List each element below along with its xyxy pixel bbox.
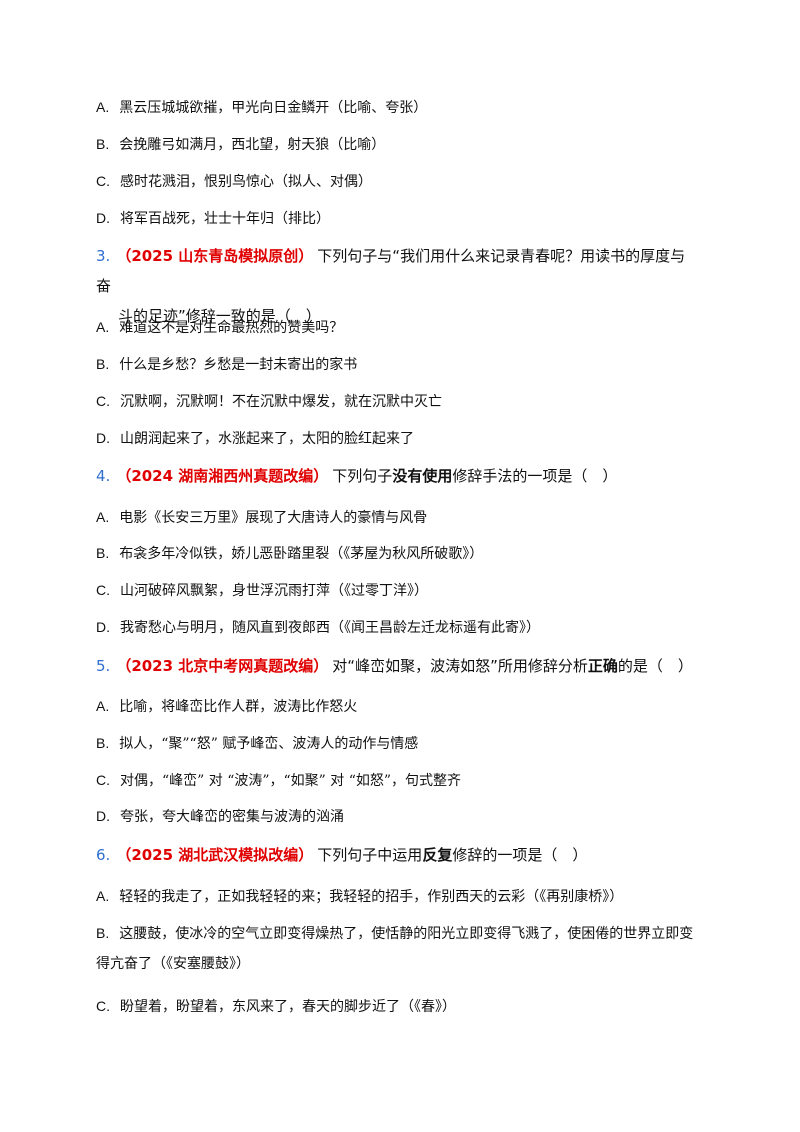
- option-letter: D.: [96, 619, 110, 635]
- question-stem: 下列句子中运用: [317, 846, 423, 864]
- option-c[interactable]: C. 沉默啊，沉默啊！不在沉默中爆发，就在沉默中灭亡: [96, 391, 442, 412]
- question-number: 5.: [96, 657, 111, 675]
- option-letter: B.: [96, 356, 110, 372]
- option-text: 什么是乡愁？乡愁是一封未寄出的家书: [119, 357, 358, 373]
- question-number: 6.: [96, 846, 111, 864]
- option-letter: D.: [96, 808, 110, 824]
- question-stem-cont: 斗的足迹”修辞一致的是（ ）: [118, 307, 321, 325]
- question-stem-end: 修辞的一项是（ ）: [452, 846, 588, 864]
- option-text: 比喻，将峰峦比作人群，波涛比作怒火: [119, 699, 358, 715]
- option-text: 轻轻的我走了，正如我轻轻的来；我轻轻的招手，作别西天的云彩（《再别康桥》）: [119, 889, 624, 905]
- option-c[interactable]: C. 感时花溅泪，恨别鸟惊心（拟人、对偶）: [96, 171, 372, 192]
- option-text: 我寄愁心与明月，随风直到夜郎西（《闻王昌龄左迁龙标遥有此寄》）: [120, 620, 540, 636]
- option-letter: A.: [96, 698, 110, 714]
- option-letter: A.: [96, 319, 110, 335]
- question-source: （2025 山东青岛模拟原创）: [116, 247, 314, 265]
- option-a[interactable]: A. 难道这不是对生命最热烈的赞美吗？: [96, 317, 343, 338]
- question-emphasis: 正确: [587, 657, 618, 675]
- question-6: 6. （2025 湖北武汉模拟改编）下列句子中运用反复修辞的一项是（ ）: [96, 840, 696, 870]
- question-stem: 对“峰峦如聚，波涛如怒”所用修辞分析: [332, 657, 588, 675]
- option-d[interactable]: D. 夸张，夸大峰峦的密集与波涛的汹涌: [96, 806, 344, 827]
- option-letter: D.: [96, 430, 110, 446]
- option-text: 会挽雕弓如满月，西北望，射天狼（比喻）: [119, 137, 386, 153]
- option-letter: A.: [96, 99, 110, 115]
- option-letter: B.: [96, 925, 110, 941]
- option-letter: B.: [96, 735, 110, 751]
- option-a[interactable]: A. 黑云压城城欲摧，甲光向日金鳞开（比喻、夸张）: [96, 97, 427, 118]
- question-4: 4. （2024 湖南湘西州真题改编）下列句子没有使用修辞手法的一项是（ ）: [96, 461, 696, 491]
- option-text: 山河破碎风飘絮，身世浮沉雨打萍（《过零丁洋》）: [120, 583, 428, 599]
- option-text: 夸张，夸大峰峦的密集与波涛的汹涌: [120, 809, 344, 825]
- option-letter: A.: [96, 888, 110, 904]
- option-b[interactable]: B. 什么是乡愁？乡愁是一封未寄出的家书: [96, 354, 357, 375]
- option-text: 难道这不是对生命最热烈的赞美吗？: [119, 320, 344, 336]
- option-letter: C.: [96, 772, 110, 788]
- option-b[interactable]: B. 会挽雕弓如满月，西北望，射天狼（比喻）: [96, 134, 385, 155]
- question-stem: 下列句子与“我们用什么来记录青春呢？用读书的厚度与奋: [96, 247, 686, 295]
- option-text: 布衾多年冷似铁，娇儿恶卧踏里裂（《茅屋为秋风所破歌》）: [119, 546, 484, 562]
- option-d[interactable]: D. 山朗润起来了，水涨起来了，太阳的脸红起来了: [96, 428, 414, 449]
- option-text: 这腰鼓，使冰冷的空气立即变得燥热了，使恬静的阳光立即变得飞溅了，使困倦的世界立即…: [96, 926, 694, 972]
- question-emphasis: 没有使用: [392, 467, 453, 485]
- question-emphasis: 反复: [422, 846, 453, 864]
- question-stem-end: 的是（ ）: [617, 657, 693, 675]
- option-c[interactable]: C. 山河破碎风飘絮，身世浮沉雨打萍（《过零丁洋》）: [96, 580, 428, 601]
- question-5: 5. （2023 北京中考网真题改编）对“峰峦如聚，波涛如怒”所用修辞分析正确的是…: [96, 651, 696, 681]
- option-letter: B.: [96, 545, 110, 561]
- option-letter: C.: [96, 173, 110, 189]
- option-d[interactable]: D. 将军百战死，壮士十年归（排比）: [96, 208, 330, 229]
- option-a[interactable]: A. 轻轻的我走了，正如我轻轻的来；我轻轻的招手，作别西天的云彩（《再别康桥》）: [96, 886, 623, 907]
- option-text: 感时花溅泪，恨别鸟惊心（拟人、对偶）: [120, 174, 372, 190]
- option-letter: C.: [96, 582, 110, 598]
- option-text: 黑云压城城欲摧，甲光向日金鳞开（比喻、夸张）: [119, 100, 428, 116]
- option-letter: A.: [96, 509, 110, 525]
- option-text: 对偶，“峰峦” 对 “波涛”，“如聚” 对 “如怒”，句式整齐: [120, 773, 462, 789]
- question-source: （2025 湖北武汉模拟改编）: [116, 846, 314, 864]
- option-c[interactable]: C. 盼望着，盼望着，东风来了，春天的脚步近了（《春》）: [96, 996, 456, 1017]
- option-letter: D.: [96, 210, 110, 226]
- option-text: 电影《长安三万里》展现了大唐诗人的豪情与风骨: [119, 510, 428, 526]
- option-d[interactable]: D. 我寄愁心与明月，随风直到夜郎西（《闻王昌龄左迁龙标遥有此寄》）: [96, 617, 540, 638]
- option-letter: C.: [96, 393, 110, 409]
- option-b[interactable]: B.这腰鼓，使冰冷的空气立即变得燥热了，使恬静的阳光立即变得飞溅了，使困倦的世界…: [96, 918, 696, 979]
- option-b[interactable]: B. 拟人，“聚”“怒” 赋予峰峦、波涛人的动作与情感: [96, 733, 418, 754]
- question-source: （2023 北京中考网真题改编）: [116, 657, 329, 675]
- option-text: 将军百战死，壮士十年归（排比）: [120, 211, 330, 227]
- option-a[interactable]: A. 比喻，将峰峦比作人群，波涛比作怒火: [96, 696, 357, 717]
- option-c[interactable]: C. 对偶，“峰峦” 对 “波涛”，“如聚” 对 “如怒”，句式整齐: [96, 770, 461, 791]
- option-b[interactable]: B. 布衾多年冷似铁，娇儿恶卧踏里裂（《茅屋为秋风所破歌》）: [96, 543, 483, 564]
- option-text: 盼望着，盼望着，东风来了，春天的脚步近了（《春》）: [120, 999, 456, 1015]
- question-number: 4.: [96, 467, 111, 485]
- option-text: 山朗润起来了，水涨起来了，太阳的脸红起来了: [120, 431, 414, 447]
- question-source: （2024 湖南湘西州真题改编）: [116, 467, 329, 485]
- question-3: 3. （2025 山东青岛模拟原创）下列句子与“我们用什么来记录青春呢？用读书的厚…: [96, 241, 696, 331]
- question-stem-end: 修辞手法的一项是（ ）: [452, 467, 618, 485]
- option-letter: B.: [96, 136, 110, 152]
- question-number: 3.: [96, 247, 111, 265]
- option-text: 拟人，“聚”“怒” 赋予峰峦、波涛人的动作与情感: [119, 736, 419, 752]
- option-text: 沉默啊，沉默啊！不在沉默中爆发，就在沉默中灭亡: [120, 394, 442, 410]
- question-stem: 下列句子: [332, 467, 393, 485]
- option-letter: C.: [96, 998, 110, 1014]
- option-a[interactable]: A. 电影《长安三万里》展现了大唐诗人的豪情与风骨: [96, 507, 427, 528]
